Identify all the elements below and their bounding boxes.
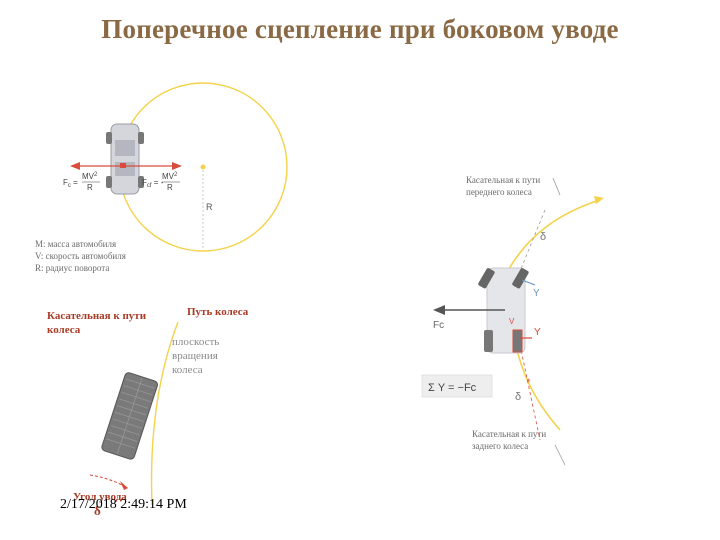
rear-delta-marker: * [527, 377, 531, 387]
arrow-head-left [70, 162, 80, 170]
svg-text:MV2: MV2 [162, 172, 178, 181]
legend-radius: R: радиус поворота [35, 263, 110, 273]
rear-tangent-label: Касательная к пути заднего колеса [472, 429, 547, 451]
front-tangent-label: Касательная к пути переднего колеса [466, 175, 541, 197]
front-delta-label: δ [540, 231, 546, 243]
front-y-label: Y [533, 288, 540, 299]
formula-centrifugal: Fcf = - MV2 R [142, 172, 180, 192]
slide-datetime: 2/17/2018 2:49:14 PM [60, 497, 187, 512]
wheel-path-curve [150, 321, 179, 506]
formula-centripetal: Fc = MV2 R [63, 172, 100, 192]
rear-v-label: V [509, 317, 515, 326]
front-left-wheel [478, 268, 495, 289]
svg-text:R: R [87, 183, 93, 192]
svg-text:MV2: MV2 [82, 172, 98, 181]
rear-right-wheel [513, 330, 522, 352]
svg-text:Fcf = -: Fcf = - [142, 178, 164, 189]
slip-angle-label: Угол увода [73, 491, 127, 503]
front-y-arrow [521, 279, 536, 286]
legend-mass: M: масса автомобиля [35, 239, 117, 249]
rear-tangent-marker [554, 444, 566, 466]
arrow-head-right [172, 162, 182, 170]
slip-angle-delta: δ [94, 503, 101, 518]
tire [101, 372, 158, 460]
front-tangent-line [499, 209, 546, 321]
rear-y-label: Y [534, 327, 541, 338]
front-right-wheel [512, 268, 529, 289]
turn-center-dot [200, 164, 206, 170]
front-path-arrow-head [594, 196, 604, 204]
fc-arrow-head [433, 305, 445, 315]
rear-left-wheel [484, 330, 493, 352]
sum-box [421, 374, 493, 398]
front-tangent-marker [552, 177, 561, 196]
fc-label: Fc [433, 320, 444, 331]
tangent-label: Касательная к пути колеса [47, 310, 147, 336]
rear-wheel-path [515, 344, 561, 431]
rear-tangent-line [519, 344, 541, 441]
rear-wheel-highlight [512, 329, 523, 353]
slip-angle-arrow-head [120, 481, 128, 490]
legend: M: масса автомобиля V: скорость автомоби… [35, 238, 185, 274]
path-label: Путь колеса [187, 306, 249, 318]
car-body [106, 123, 144, 195]
radius-label: R [206, 202, 213, 212]
rotation-plane-label: плоскость вращения колеса [172, 336, 220, 376]
legend-speed: V: скорость автомобиля [35, 251, 126, 261]
sum-formula: Σ Y = −Fc [428, 382, 477, 394]
page-title: Поперечное сцепление при боковом уводе [101, 14, 619, 44]
svg-text:Fc =: Fc = [63, 178, 78, 189]
rear-delta-label: δ [515, 391, 521, 403]
svg-text:R: R [167, 183, 173, 192]
